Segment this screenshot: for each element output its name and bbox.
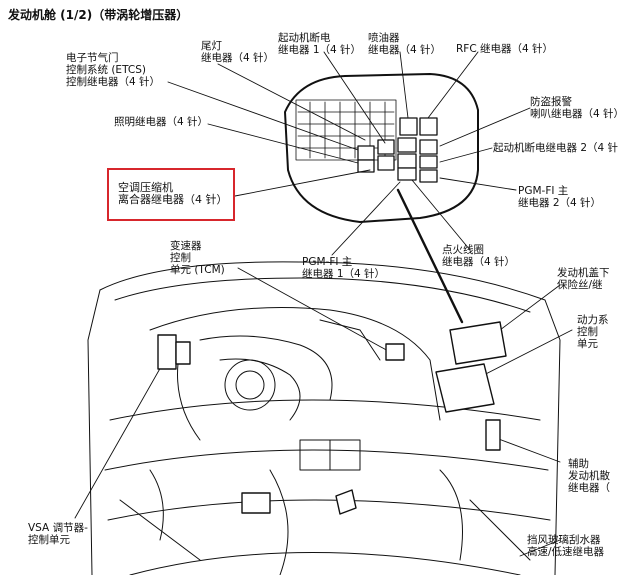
label-powertrain-control-unit: 动力系控制单元	[577, 314, 609, 350]
label-starter-cut-relay-1: 起动机断电继电器 1（4 针）	[278, 32, 362, 56]
label-under-hood-fuse-box: 发动机盖下保险丝/继	[557, 267, 610, 291]
engine-bay	[87, 261, 561, 575]
label-wiper-relay: 挡风玻璃刮水器高速/低速继电器	[527, 534, 605, 558]
diagram-canvas: 发动机舱 (1/2)（带涡轮增压器） 电子节气门控制系统 (ETCS)控制继电器…	[8, 8, 624, 575]
label-ac-clutch-relay: 空调压缩机离合器继电器（4 针）	[118, 181, 228, 206]
label-taillight-relay: 尾灯继电器（4 针）	[201, 40, 275, 64]
label-etcs-relay: 电子节气门控制系统 (ETCS)控制继电器（4 针）	[66, 52, 161, 88]
label-starter-cut-relay-2: 起动机断电继电器 2（4 针	[493, 142, 619, 154]
relay-box-outline	[284, 73, 479, 223]
label-lighting-relay: 照明继电器（4 针）	[114, 116, 209, 128]
label-pgmfi-main-relay-1: PGM-FI 主继电器 1（4 针）	[302, 256, 386, 280]
label-tcm: 变速器控制单元 (TCM)	[170, 240, 225, 276]
relays	[357, 117, 438, 183]
bay-components	[157, 321, 507, 515]
page-title: 发动机舱 (1/2)（带涡轮增压器）	[8, 8, 189, 22]
label-rfc-relay: RFC 继电器（4 针）	[456, 43, 554, 55]
label-vsa-modulator: VSA 调节器-控制单元	[28, 522, 88, 546]
label-aux-fan-relay: 辅助发动机散继电器（	[568, 458, 610, 494]
label-alarm-horn-relay: 防盗报警喇叭继电器（4 针）	[530, 96, 624, 120]
label-injector-relay: 喷油器继电器（4 针）	[368, 32, 442, 56]
ac-clutch-highlight-box	[107, 168, 235, 221]
label-pgmfi-main-relay-2: PGM-FI 主继电器 2（4 针）	[518, 185, 602, 209]
label-ignition-coil-relay: 点火线圈继电器（4 针）	[442, 244, 516, 268]
engine-bay-drawing	[74, 51, 573, 575]
